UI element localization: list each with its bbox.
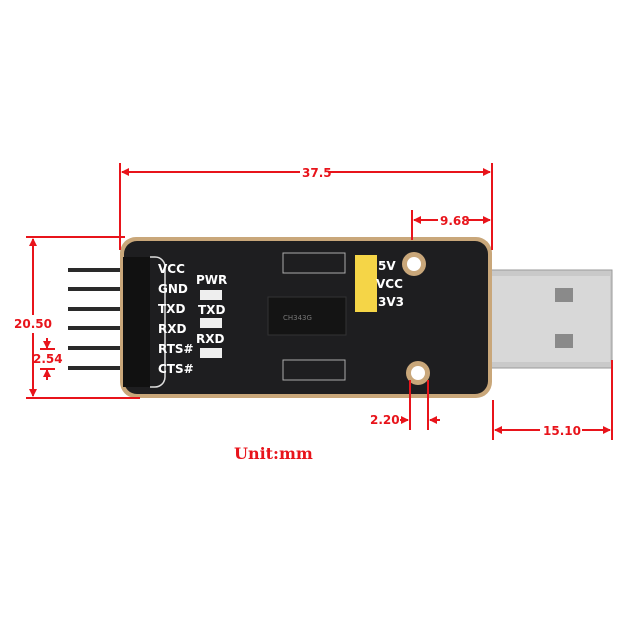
pin-label-rts: RTS# xyxy=(158,342,194,356)
dimension-hole-diameter: 2.20 xyxy=(370,413,400,427)
pin-header xyxy=(123,257,150,387)
dimension-usb-offset: 9.68 xyxy=(440,214,470,228)
voltage-jumper[interactable] xyxy=(355,255,377,312)
pin xyxy=(68,366,126,370)
dimension-length: 37.5 xyxy=(302,166,332,180)
unit-label: Unit:mm xyxy=(234,444,313,463)
led-label-pwr: PWR xyxy=(196,273,227,287)
pin-label-rxd: RXD xyxy=(158,322,186,336)
pin xyxy=(68,346,126,350)
header-pins xyxy=(68,268,126,370)
pin-label-cts: CTS# xyxy=(158,362,194,376)
led-label-rxd: RXD xyxy=(196,332,224,346)
pin xyxy=(68,287,126,291)
rxd-led xyxy=(200,348,222,358)
dimension-pin-pitch: 2.54 xyxy=(33,352,63,366)
pin-label-vcc: VCC xyxy=(158,262,185,276)
pwr-led xyxy=(200,290,222,300)
jumper-label-3v3: 3V3 xyxy=(378,295,404,309)
dimension-usb-length: 15.10 xyxy=(543,424,581,438)
pin xyxy=(68,268,126,272)
pin-label-gnd: GND xyxy=(158,282,188,296)
jumper-label-5v: 5V xyxy=(378,259,396,273)
pcb-board: CH343G xyxy=(120,237,492,398)
pin xyxy=(68,326,126,330)
chip-marking: CH343G xyxy=(283,314,312,322)
pin xyxy=(68,307,126,311)
pin-label-txd: TXD xyxy=(158,302,185,316)
txd-led xyxy=(200,318,222,328)
led-label-txd: TXD xyxy=(198,303,225,317)
ch343g-chip xyxy=(267,296,347,336)
dimension-lines xyxy=(26,163,613,440)
jumper-label-vcc: VCC xyxy=(376,277,403,291)
dimension-width: 20.50 xyxy=(14,317,52,331)
